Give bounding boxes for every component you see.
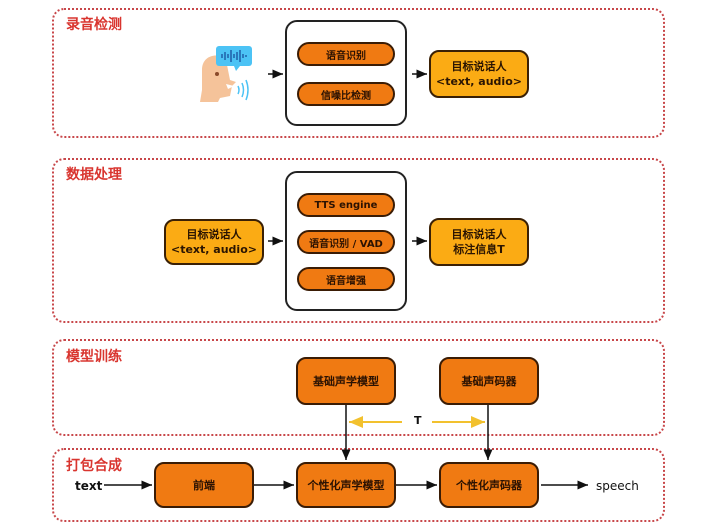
text-audio-label: <text, audio> [436,75,522,88]
section-title-recording: 录音检测 [66,17,122,33]
base-vocoder-box: 基础声码器 [439,357,539,405]
frontend-box: 前端 [154,462,254,508]
asr-vad-step: 语音识别 / VAD [297,230,395,254]
t-label: T [414,414,422,427]
target-speaker-input-2: 目标说话人 <text, audio> [164,219,264,265]
section-training [52,339,665,436]
snr-detection-step: 信噪比检测 [297,82,395,106]
section-processing [52,158,665,323]
speech-enhancement-step: 语音增强 [297,267,395,291]
tts-engine-step: TTS engine [297,193,395,217]
target-speaker-label: 目标说话人 [451,228,507,241]
base-acoustic-model-box: 基础声学模型 [296,357,396,405]
section-recording [52,8,665,138]
speaker-icon [196,44,258,104]
text-audio-label: <text, audio> [171,243,257,256]
annotation-t-label: 标注信息T [453,243,505,256]
speech-output-label: speech [596,479,639,493]
section-title-processing: 数据处理 [66,167,122,183]
section-title-synthesis: 打包合成 [66,458,122,474]
data-processing-group: TTS engine 语音识别 / VAD 语音增强 [285,171,407,311]
text-input-label: text [75,479,103,493]
target-speaker-label: 目标说话人 [451,60,507,73]
recording-check-group: 语音识别 信噪比检测 [285,20,407,126]
target-speaker-label: 目标说话人 [186,228,242,241]
target-speaker-output-1: 目标说话人 <text, audio> [429,50,529,98]
speech-recognition-step: 语音识别 [297,42,395,66]
section-title-training: 模型训练 [66,349,122,365]
personal-vocoder-box: 个性化声码器 [439,462,539,508]
target-speaker-annotation-output: 目标说话人 标注信息T [429,218,529,266]
personal-acoustic-model-box: 个性化声学模型 [296,462,396,508]
section-synthesis [52,448,665,522]
